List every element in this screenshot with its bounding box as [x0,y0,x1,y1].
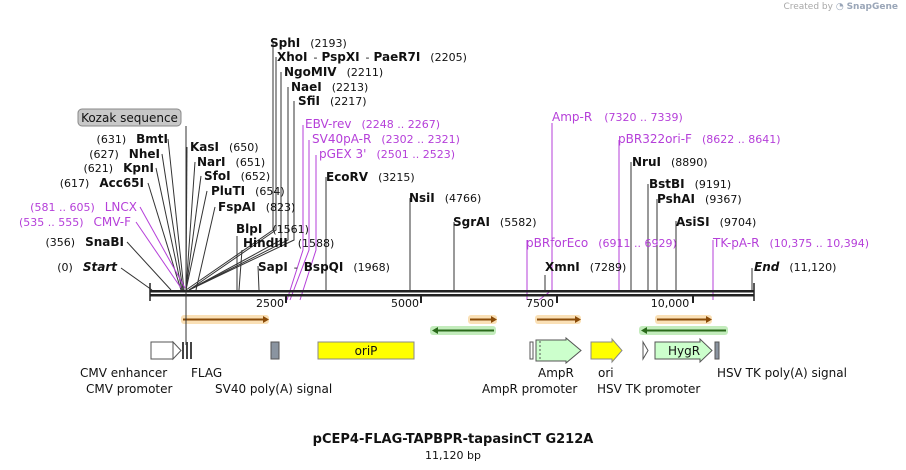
primer-labels: EBV-rev(2248 .. 2267) SV40pA-R(2302 .. 2… [19,110,869,250]
orf-reverse-2 [639,326,728,335]
scale-ticks [285,296,694,303]
feature-label-cmv-promoter: CMV promoter [86,382,173,396]
site-sphi: SphI(2193) [270,36,347,50]
site-ecorv: EcoRV(3215) [326,170,415,184]
site-nrui: NruI(8890) [632,155,708,169]
site-snabi: (356)SnaBI [46,235,125,249]
site-acc65i: (617)Acc65I [60,176,144,190]
snapgene-logo-icon: ◔ [835,2,844,12]
tick-label-10000: 10,000 [651,297,690,310]
primer-pbr322ori-f: pBR322ori-F(8622 .. 8641) [618,132,781,146]
feature-label-hsv-tk-polya: HSV TK poly(A) signal [717,366,847,380]
kozak-mark [182,342,184,359]
site-bmti: (631)BmtI [97,132,168,146]
tick-label-7500: 7500 [526,297,554,310]
site-nari: NarI(651) [197,155,265,169]
flag-mark-1 [186,342,188,359]
primer-pgex-3: pGEX 3'(2501 .. 2523) [319,147,455,161]
kozak-label: Kozak sequence [81,111,178,125]
site-leader-lines [120,43,753,291]
credit-prefix: Created by [783,2,833,12]
site-bstbi: BstBI(9191) [649,177,731,191]
site-nsii: NsiI(4766) [409,191,481,205]
site-xhoi-pspxi-paer7i: XhoI-PspXI-PaeR7I(2205) [277,50,467,64]
site-sfoi: SfoI(652) [204,169,270,183]
orf-forward-2 [468,315,497,324]
site-fspai: FspAI(823) [218,200,295,214]
site-start: (0)Start [57,260,118,274]
map-title: pCEP4-FLAG-TAPBPR-tapasinCT G212A [313,432,594,447]
site-hindiii: HindIII(1588) [243,236,334,250]
feature-label-cmv-enhancer: CMV enhancer [80,366,167,380]
kozak-label-box: Kozak sequence [77,108,182,127]
cmv-enhancer-box [150,341,174,360]
primer-tk-pa-r: TK-pA-R(10,375 .. 10,394) [712,236,869,250]
site-ngomiv: NgoMIV(2211) [284,65,383,79]
site-nhei: (627)NheI [89,147,160,161]
site-xmni: XmnI(7289) [545,260,626,274]
tick-label-5000: 5000 [391,297,419,310]
feature-label-ampr-promoter: AmpR promoter [482,382,577,396]
restriction-site-labels: SphI(2193) XhoI-PspXI-PaeR7I(2205) NgoMI… [46,36,837,274]
credit-brand: SnapGene [846,2,898,12]
site-pluti: PluTI(654) [211,184,285,198]
site-blpi: BlpI(1561) [236,222,309,236]
orf-forward-3 [535,315,581,324]
primer-sv40pa-r: SV40pA-R(2302 .. 2321) [312,132,460,146]
feature-glyphs [150,336,720,365]
snapgene-credit: Created by ◔ SnapGene [783,2,898,12]
site-pshai: PshAI(9367) [657,192,742,206]
site-sfii: SfiI(2217) [298,94,367,108]
primer-ebv-rev: EBV-rev(2248 .. 2267) [305,117,440,131]
site-naei: NaeI(2213) [291,80,368,94]
feature-label-ori: ori [598,366,614,380]
ampr-arrow [535,336,582,365]
orf-reverse-1 [430,326,496,335]
dna-backbone [149,283,755,301]
sv40-polya-box [270,341,280,360]
feature-label-sv40-polya: SV40 poly(A) signal [215,382,332,396]
primer-lncx: (581 .. 605)LNCX [30,200,137,214]
site-asisi: AsiSI(9704) [676,215,756,229]
orf-forward-1 [181,315,269,324]
flag-mark-2 [190,342,192,359]
site-end: End(11,120) [754,260,836,274]
primer-amp-r: Amp-R(7320 .. 7339) [552,110,683,124]
site-sgrai: SgrAI(5582) [453,215,536,229]
site-kpni: (621)KpnI [84,161,155,175]
primer-pbrforeco: pBRforEco(6911 .. 6929) [526,236,677,250]
hygr-arrow [654,337,713,364]
orf-arrows [181,315,728,335]
ori-arrow [590,337,623,364]
feature-label-ampr: AmpR [538,366,574,380]
feature-label-orip: oriP [355,344,378,358]
site-sapi-bspqi: SapI-BspQI(1968) [258,260,390,274]
primer-cmv-f: (535 .. 555)CMV-F [19,215,131,229]
hsv-tk-promoter-arrow [642,340,649,361]
ampr-promoter-box [529,341,534,360]
orf-forward-4 [655,315,712,324]
cmv-promoter-arrow [172,340,182,361]
site-kasi: KasI(650) [190,140,259,154]
tick-label-2500: 2500 [256,297,284,310]
map-subtitle: 11,120 bp [425,449,481,462]
feature-label-hygr: HygR [668,344,700,358]
hsv-tk-polya-box [714,341,720,360]
feature-label-flag: FLAG [191,366,222,380]
orip-box [317,341,415,360]
feature-label-hsv-tk-promoter: HSV TK promoter [597,382,700,396]
